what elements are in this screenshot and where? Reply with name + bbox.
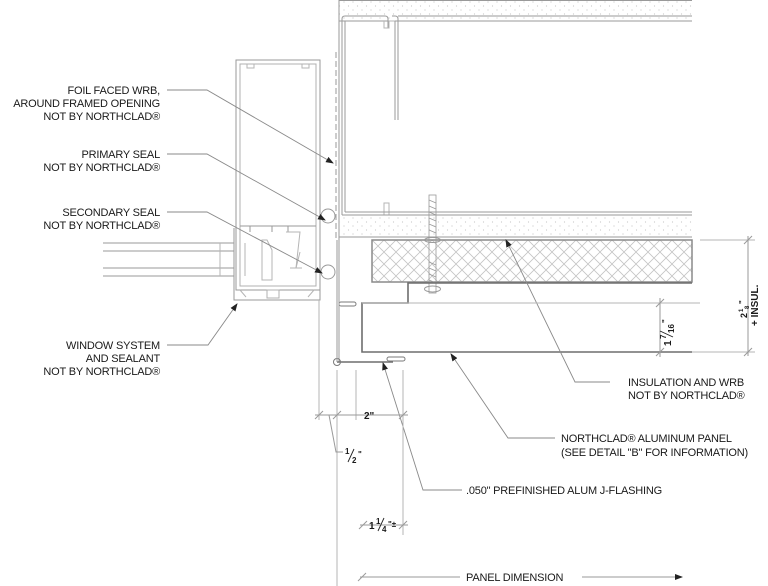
fraction-denominator: 16 [667,324,676,333]
fraction-whole: 1 [663,340,674,346]
fraction-suffix: "± [388,520,397,529]
fraction-denominator: 4 [382,525,387,534]
callout-line: INSULATION AND WRB [628,377,744,389]
callout-line: .050" PREFINISHED ALUM J-FLASHING [466,485,662,497]
fraction-numerator: 1 [739,308,745,312]
callout-j-flashing: .050" PREFINISHED ALUM J-FLASHING [466,485,662,497]
callout-line: AND SEALANT [86,353,161,365]
dimension-one-quarter: 1 1 4 "± [369,517,397,534]
callout-line: NOT BY NORTHCLAD® [43,366,160,378]
callout-line: NOT BY NORTHCLAD® [43,220,160,232]
secondary-seal-bead [320,264,336,280]
leader-lines [167,89,610,491]
fraction-denominator: 2 [352,456,357,465]
callout-line: PRIMARY SEAL [81,149,160,161]
dimension-lines [314,235,755,586]
fraction-numerator: 7 [659,334,668,339]
fraction-whole: 2 [739,313,749,318]
callout-line: WINDOW SYSTEM [66,340,160,352]
callout-insulation-wrb: INSULATION AND WRB NOT BY NORTHCLAD® [628,377,745,402]
insulation-suffix: + INSUL. [750,284,761,326]
window-frame [233,59,321,301]
glazing-unit [103,242,246,277]
callout-line: AROUND FRAMED OPENING [13,98,160,110]
sheathing-board [339,216,692,238]
primary-seal-bead [320,208,336,224]
callout-line: NOT BY NORTHCLAD® [628,390,745,402]
fraction-suffix: " [358,450,362,459]
dimension-panel: PANEL DIMENSION [466,572,563,584]
callout-primary-seal: PRIMARY SEAL NOT BY NORTHCLAD® [43,149,160,174]
callout-line: (SEE DETAIL "B" FOR INFORMATION) [561,447,748,459]
fastener-screw [424,194,441,294]
fraction-suffix: " [738,300,747,304]
dimension-seven-sixteenths: 1 7 16 " [659,319,676,346]
callout-secondary-seal: SECONDARY SEAL NOT BY NORTHCLAD® [43,207,160,232]
fraction-suffix: " [661,319,670,323]
callout-aluminum-panel: NORTHCLAD® ALUMINUM PANEL (SEE DETAIL "B… [561,433,748,459]
callout-window-system: WINDOW SYSTEM AND SEALANT NOT BY NORTHCL… [43,340,160,378]
fraction-denominator: 8 [745,305,751,309]
dimension-half-inch: 1 2 " [345,447,362,465]
callout-foil-wrb: FOIL FACED WRB, AROUND FRAMED OPENING NO… [13,85,160,123]
insulation-board [371,239,693,283]
j-flashing [333,240,406,366]
fraction-whole: 1 [369,521,375,532]
callout-line: NOT BY NORTHCLAD® [43,162,160,174]
fraction-numerator: 1 [376,517,381,526]
callout-line: NOT BY NORTHCLAD® [43,111,160,123]
fraction-numerator: 1 [345,447,350,456]
callout-line: SECONDARY SEAL [62,207,160,219]
top-sheathing [338,0,692,240]
callout-line: NORTHCLAD® ALUMINUM PANEL [561,433,732,445]
dimension-two-eighth-insul: 2 1 8 " + INSUL. [738,284,761,326]
metal-stud [341,15,692,216]
callout-line: FOIL FACED WRB, [67,85,160,97]
dimension-2in: 2" [364,411,375,422]
